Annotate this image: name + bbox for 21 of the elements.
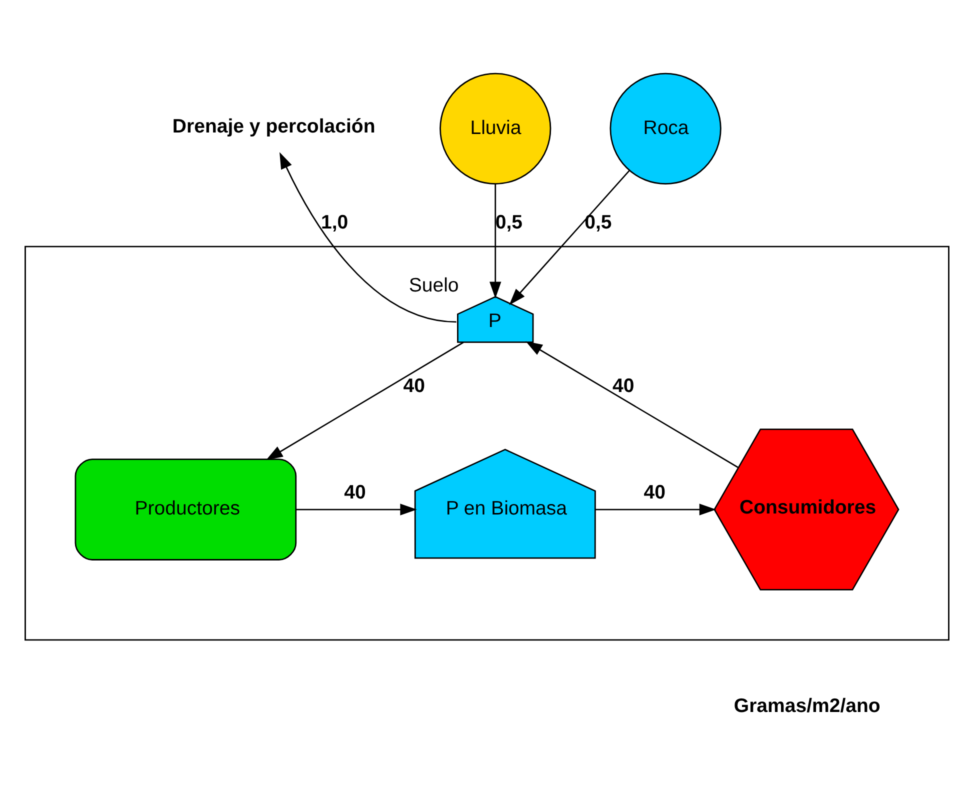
edge-label: 1,0 xyxy=(320,212,348,234)
node-box: Productores xyxy=(74,458,297,560)
edge-label: 40 xyxy=(403,374,426,397)
edge-label: 40 xyxy=(612,374,634,397)
arrow xyxy=(266,342,464,460)
node-text: Drenaje y percolación xyxy=(172,115,376,138)
node-circle: Lluvia xyxy=(440,72,552,184)
arrow xyxy=(509,170,630,306)
arrow xyxy=(596,504,716,516)
arrow xyxy=(296,504,417,516)
node-circle: Roca xyxy=(610,72,722,184)
arrow xyxy=(490,184,502,298)
edge-label: 40 xyxy=(644,482,666,504)
node-label: Suelo xyxy=(408,274,459,296)
edge-label: 0,5 xyxy=(495,212,523,234)
arrow xyxy=(526,341,738,468)
label: Gramas/m2/ano xyxy=(734,695,880,718)
cluster xyxy=(24,246,950,641)
arrow xyxy=(280,152,456,323)
edge-label: 0,5 xyxy=(584,212,612,234)
edge-label: 40 xyxy=(344,482,366,504)
